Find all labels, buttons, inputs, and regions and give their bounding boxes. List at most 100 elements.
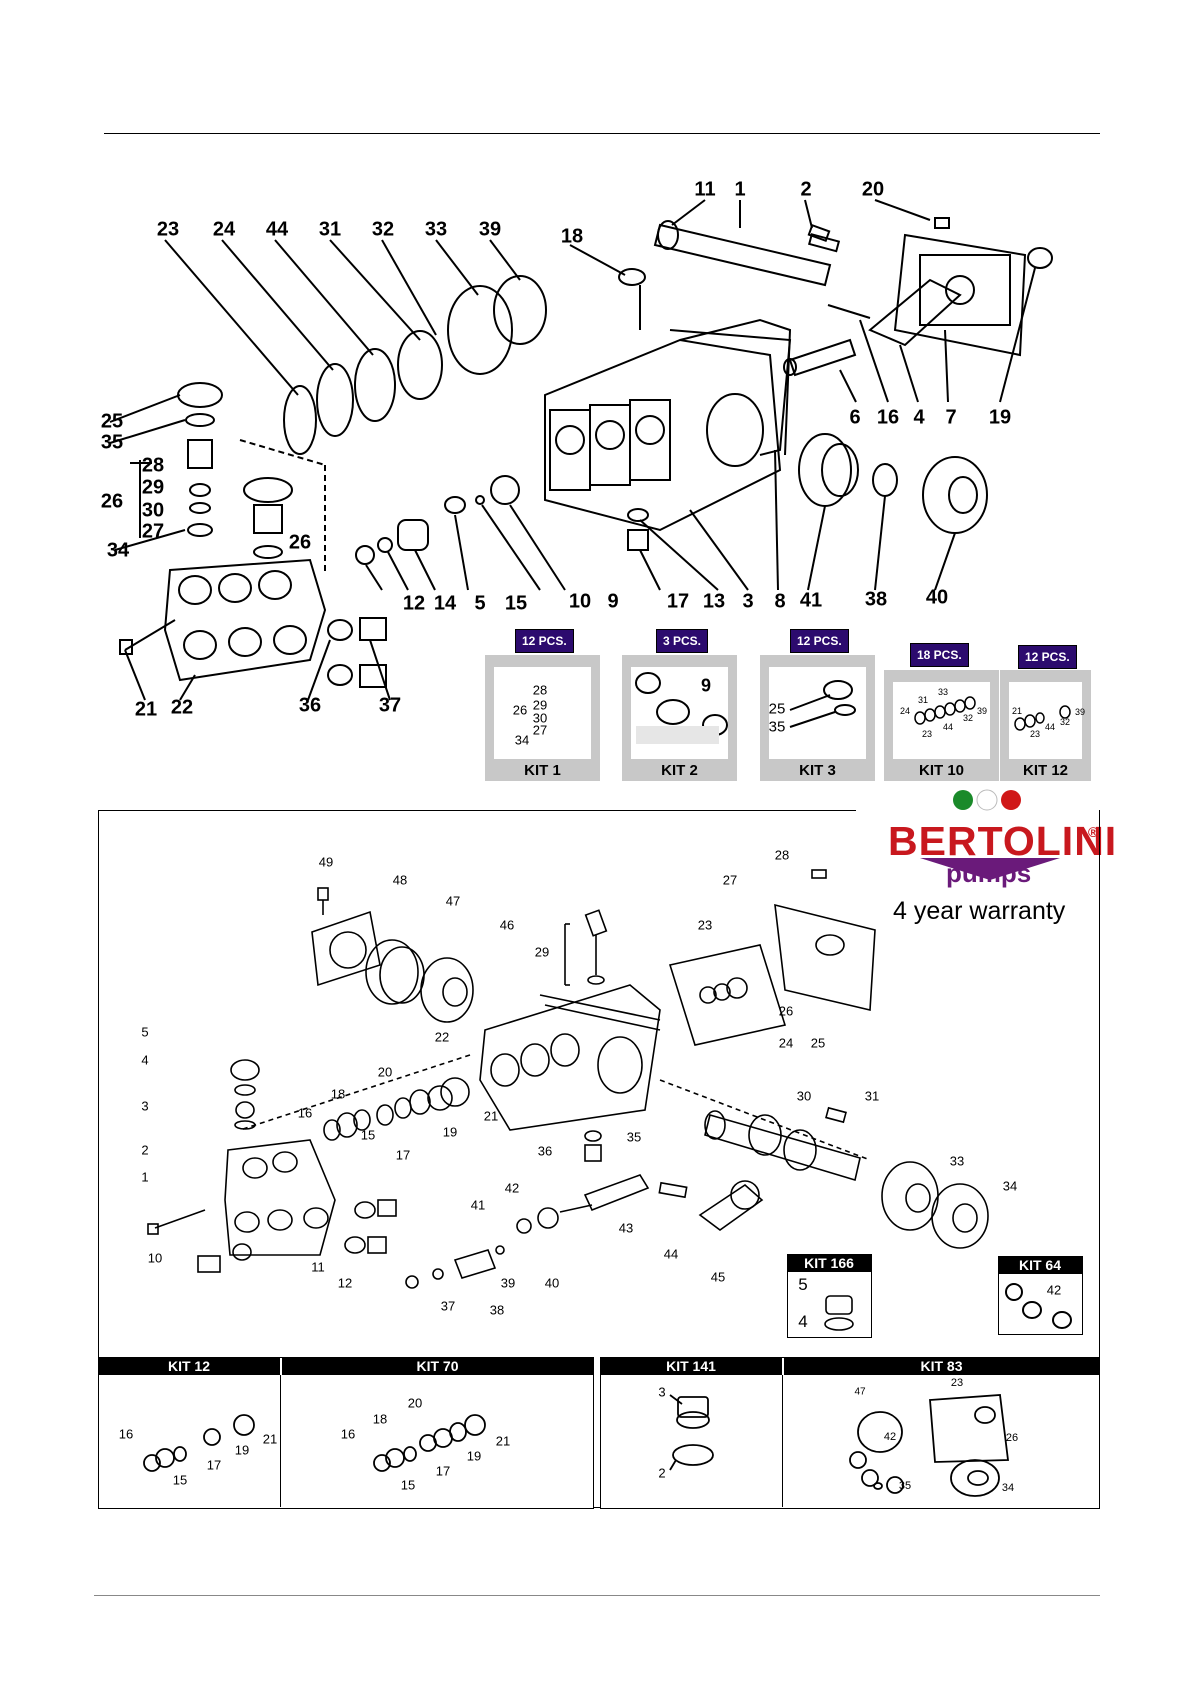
kit-label: 44 bbox=[942, 722, 954, 732]
kit-label: 23 bbox=[921, 729, 933, 739]
top-exploded-diagram bbox=[109, 199, 1053, 701]
kit-label: 44 bbox=[1044, 722, 1056, 732]
callout-label: 25 bbox=[100, 410, 124, 433]
callout-label: 31 bbox=[318, 218, 342, 241]
kit-10-parts bbox=[914, 696, 976, 725]
callout-label: 44 bbox=[663, 1246, 679, 1262]
callout-label: 21 bbox=[134, 698, 158, 721]
kit-70-header: KIT 70 bbox=[282, 1357, 593, 1375]
kit-10-box: KIT 10 bbox=[884, 670, 999, 781]
callout-label: 33 bbox=[949, 1153, 965, 1169]
kit-label: 17 bbox=[435, 1463, 451, 1479]
callout-label: 11 bbox=[311, 1259, 325, 1275]
kit-1-box: KIT 1 bbox=[485, 655, 600, 781]
kit-12-top-parts bbox=[1014, 705, 1071, 731]
kit-83-header: KIT 83 bbox=[784, 1357, 1099, 1375]
callout-label: 19 bbox=[442, 1124, 458, 1140]
kit-64-parts bbox=[1005, 1283, 1072, 1329]
kit-label: 15 bbox=[172, 1472, 188, 1488]
callout-label: 2 bbox=[800, 178, 812, 201]
brand-name: BERTOLINI bbox=[888, 818, 1118, 864]
kit-label: 39 bbox=[1074, 707, 1086, 717]
kit-label: 35 bbox=[768, 718, 786, 736]
callout-label: 23 bbox=[156, 218, 180, 241]
callout-label: 5 bbox=[141, 1024, 149, 1040]
kit-2-label: KIT 2 bbox=[661, 762, 698, 779]
kit-label: 23 bbox=[950, 1377, 964, 1389]
callout-label: 35 bbox=[626, 1129, 642, 1145]
callout-label: 3 bbox=[141, 1098, 149, 1114]
callout-label: 27 bbox=[141, 520, 165, 543]
kit-label: 31 bbox=[917, 695, 929, 705]
callout-label: 6 bbox=[849, 406, 861, 429]
kit-3-box: KIT 3 bbox=[760, 655, 875, 781]
kit-label: 23 bbox=[1029, 729, 1041, 739]
callout-label: 37 bbox=[378, 694, 402, 717]
callout-label: 38 bbox=[489, 1302, 505, 1318]
brand-reg: ® bbox=[1088, 824, 1099, 840]
kit-label: 25 bbox=[768, 700, 786, 718]
strip-divider bbox=[782, 1375, 783, 1507]
callout-label: 13 bbox=[702, 590, 726, 613]
callout-label: 22 bbox=[434, 1029, 450, 1045]
kit-2-pcs-badge: 3 PCS. bbox=[656, 629, 709, 653]
kit-label: 17 bbox=[206, 1457, 222, 1473]
callout-label: 43 bbox=[618, 1220, 634, 1236]
kit-label: 18 bbox=[372, 1411, 388, 1427]
kit-166-parts bbox=[824, 1295, 854, 1331]
kit-12-header: KIT 12 bbox=[98, 1357, 280, 1375]
brand-sub: pumps bbox=[946, 858, 1032, 888]
brand-logo: BERTOLINI bbox=[888, 818, 1117, 865]
kit-label: 16 bbox=[340, 1426, 356, 1442]
kit-label: 33 bbox=[937, 687, 949, 697]
callout-label: 16 bbox=[876, 406, 900, 429]
callout-label: 22 bbox=[170, 696, 194, 719]
callout-label: 4 bbox=[141, 1052, 149, 1068]
callout-label: 47 bbox=[445, 893, 461, 909]
kit-141-header: KIT 141 bbox=[600, 1357, 782, 1375]
strip-divider bbox=[280, 1375, 281, 1507]
kit-label: 16 bbox=[118, 1426, 134, 1442]
callout-label: 34 bbox=[1002, 1178, 1018, 1194]
callout-label: 26 bbox=[100, 490, 124, 513]
kit-strip-left-frame bbox=[98, 1357, 594, 1509]
callout-label: 37 bbox=[440, 1298, 456, 1314]
callout-label: 46 bbox=[499, 917, 515, 933]
kit-strip-right-frame bbox=[600, 1357, 1100, 1509]
kit-12-top-pcs-badge: 12 PCS. bbox=[1018, 645, 1077, 669]
kit-label: 27 bbox=[532, 722, 548, 738]
callout-label: 41 bbox=[470, 1197, 486, 1213]
callout-label: 17 bbox=[395, 1147, 411, 1163]
bottom-diagram-frame bbox=[98, 810, 1100, 1508]
callout-label: 8 bbox=[774, 590, 786, 613]
callout-label: 32 bbox=[371, 218, 395, 241]
kit-166-label: KIT 166 bbox=[787, 1254, 871, 1272]
callout-label: 10 bbox=[147, 1250, 163, 1266]
callout-label: 38 bbox=[864, 588, 888, 611]
callout-label: 5 bbox=[474, 592, 486, 615]
callout-label: 19 bbox=[988, 406, 1012, 429]
callout-label: 14 bbox=[433, 592, 457, 615]
kit-1-label: KIT 1 bbox=[524, 762, 561, 779]
callout-label: 1 bbox=[141, 1169, 149, 1185]
callout-label: 18 bbox=[560, 225, 584, 248]
header-rule bbox=[104, 133, 1100, 134]
callout-label: 17 bbox=[666, 590, 690, 613]
callout-label: 20 bbox=[377, 1064, 393, 1080]
bottom-frame-top-rule bbox=[98, 810, 856, 811]
footer-rule bbox=[94, 1595, 1100, 1596]
callout-label: 26 bbox=[778, 1003, 794, 1019]
kit-label: 4 bbox=[798, 1312, 808, 1331]
callout-label: 4 bbox=[913, 406, 925, 429]
callout-label: 3 bbox=[742, 590, 754, 613]
callout-label: 45 bbox=[710, 1269, 726, 1285]
callout-label: 20 bbox=[861, 178, 885, 201]
kit-label: 21 bbox=[262, 1431, 278, 1447]
callout-label: 30 bbox=[141, 499, 165, 522]
callout-label: 18 bbox=[330, 1086, 346, 1102]
callout-label: 39 bbox=[478, 218, 502, 241]
callout-label: 28 bbox=[774, 847, 790, 863]
callout-label: 36 bbox=[537, 1143, 553, 1159]
callout-label: 48 bbox=[392, 872, 408, 888]
kit-label: 3 bbox=[658, 1384, 666, 1400]
